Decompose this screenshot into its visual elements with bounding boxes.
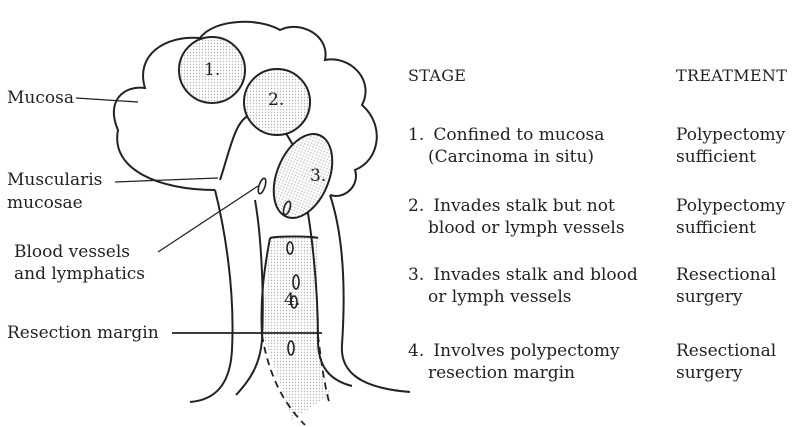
stage-3-ellipse [262,125,343,226]
stage-number: 1. [408,124,428,146]
stage-4-marker: 4. [284,290,300,311]
treatment-row-2: Polypectomy sufficient [676,195,785,239]
stage-3-marker: 3. [310,166,326,187]
treatment-row-3: Resectional surgery [676,264,776,308]
vessel-oval [257,177,268,194]
stage-description: Invades stalk and blood [433,265,637,285]
resection-margin-label: Resection margin [7,323,159,344]
stage-row-2: 2. Invades stalk but not blood or lymph … [408,195,625,239]
stalk-left-inner [236,200,263,395]
treatment-header: TREATMENT [676,66,787,85]
stage-row-3: 3. Invades stalk and blood or lymph vess… [408,264,638,308]
treatment-row-1: Polypectomy sufficient [676,124,785,168]
stage-2-marker: 2. [268,90,284,111]
stage-description: Confined to mucosa [433,125,604,145]
muscularis-label-line2: mucosae [7,193,83,214]
stage-description-cont: (Carcinoma in situ) [408,146,604,168]
treatment-text-cont: surgery [676,286,776,308]
muscularis-leader [115,178,218,182]
stage-description: Involves polypectomy [433,341,619,361]
stage-row-4: 4. Involves polypectomy resection margin [408,340,620,384]
treatment-row-4: Resectional surgery [676,340,776,384]
vessels-leader [158,186,258,252]
stalk-right-outer [330,195,410,392]
stage-number: 3. [408,264,428,286]
stage-4-outline [270,237,318,239]
vessels-label-line1: Blood vessels [14,242,130,263]
treatment-text-cont: sufficient [676,146,785,168]
stage-description-cont: or lymph vessels [408,286,638,308]
stage-1-marker: 1. [204,60,220,81]
muscularis-label-line1: Muscularis [7,170,102,191]
treatment-text: Resectional [676,264,776,286]
mucosa-label: Mucosa [7,88,74,109]
stalk-left-outer [190,190,233,402]
treatment-text: Resectional [676,340,776,362]
stage-description-cont: resection margin [408,362,620,384]
stage-number: 4. [408,340,428,362]
mucosa-leader [76,98,138,102]
vessels-label-line2: and lymphatics [14,264,145,285]
stage-description: Invades stalk but not [433,196,614,216]
stage-description-cont: blood or lymph vessels [408,217,625,239]
treatment-text-cont: sufficient [676,217,785,239]
stage-row-1: 1. Confined to mucosa (Carcinoma in situ… [408,124,604,168]
treatment-text: Polypectomy [676,124,785,146]
treatment-text-cont: surgery [676,362,776,384]
stage-header: STAGE [408,66,466,85]
stage-number: 2. [408,195,428,217]
treatment-text: Polypectomy [676,195,785,217]
stage-4-region [262,238,330,420]
